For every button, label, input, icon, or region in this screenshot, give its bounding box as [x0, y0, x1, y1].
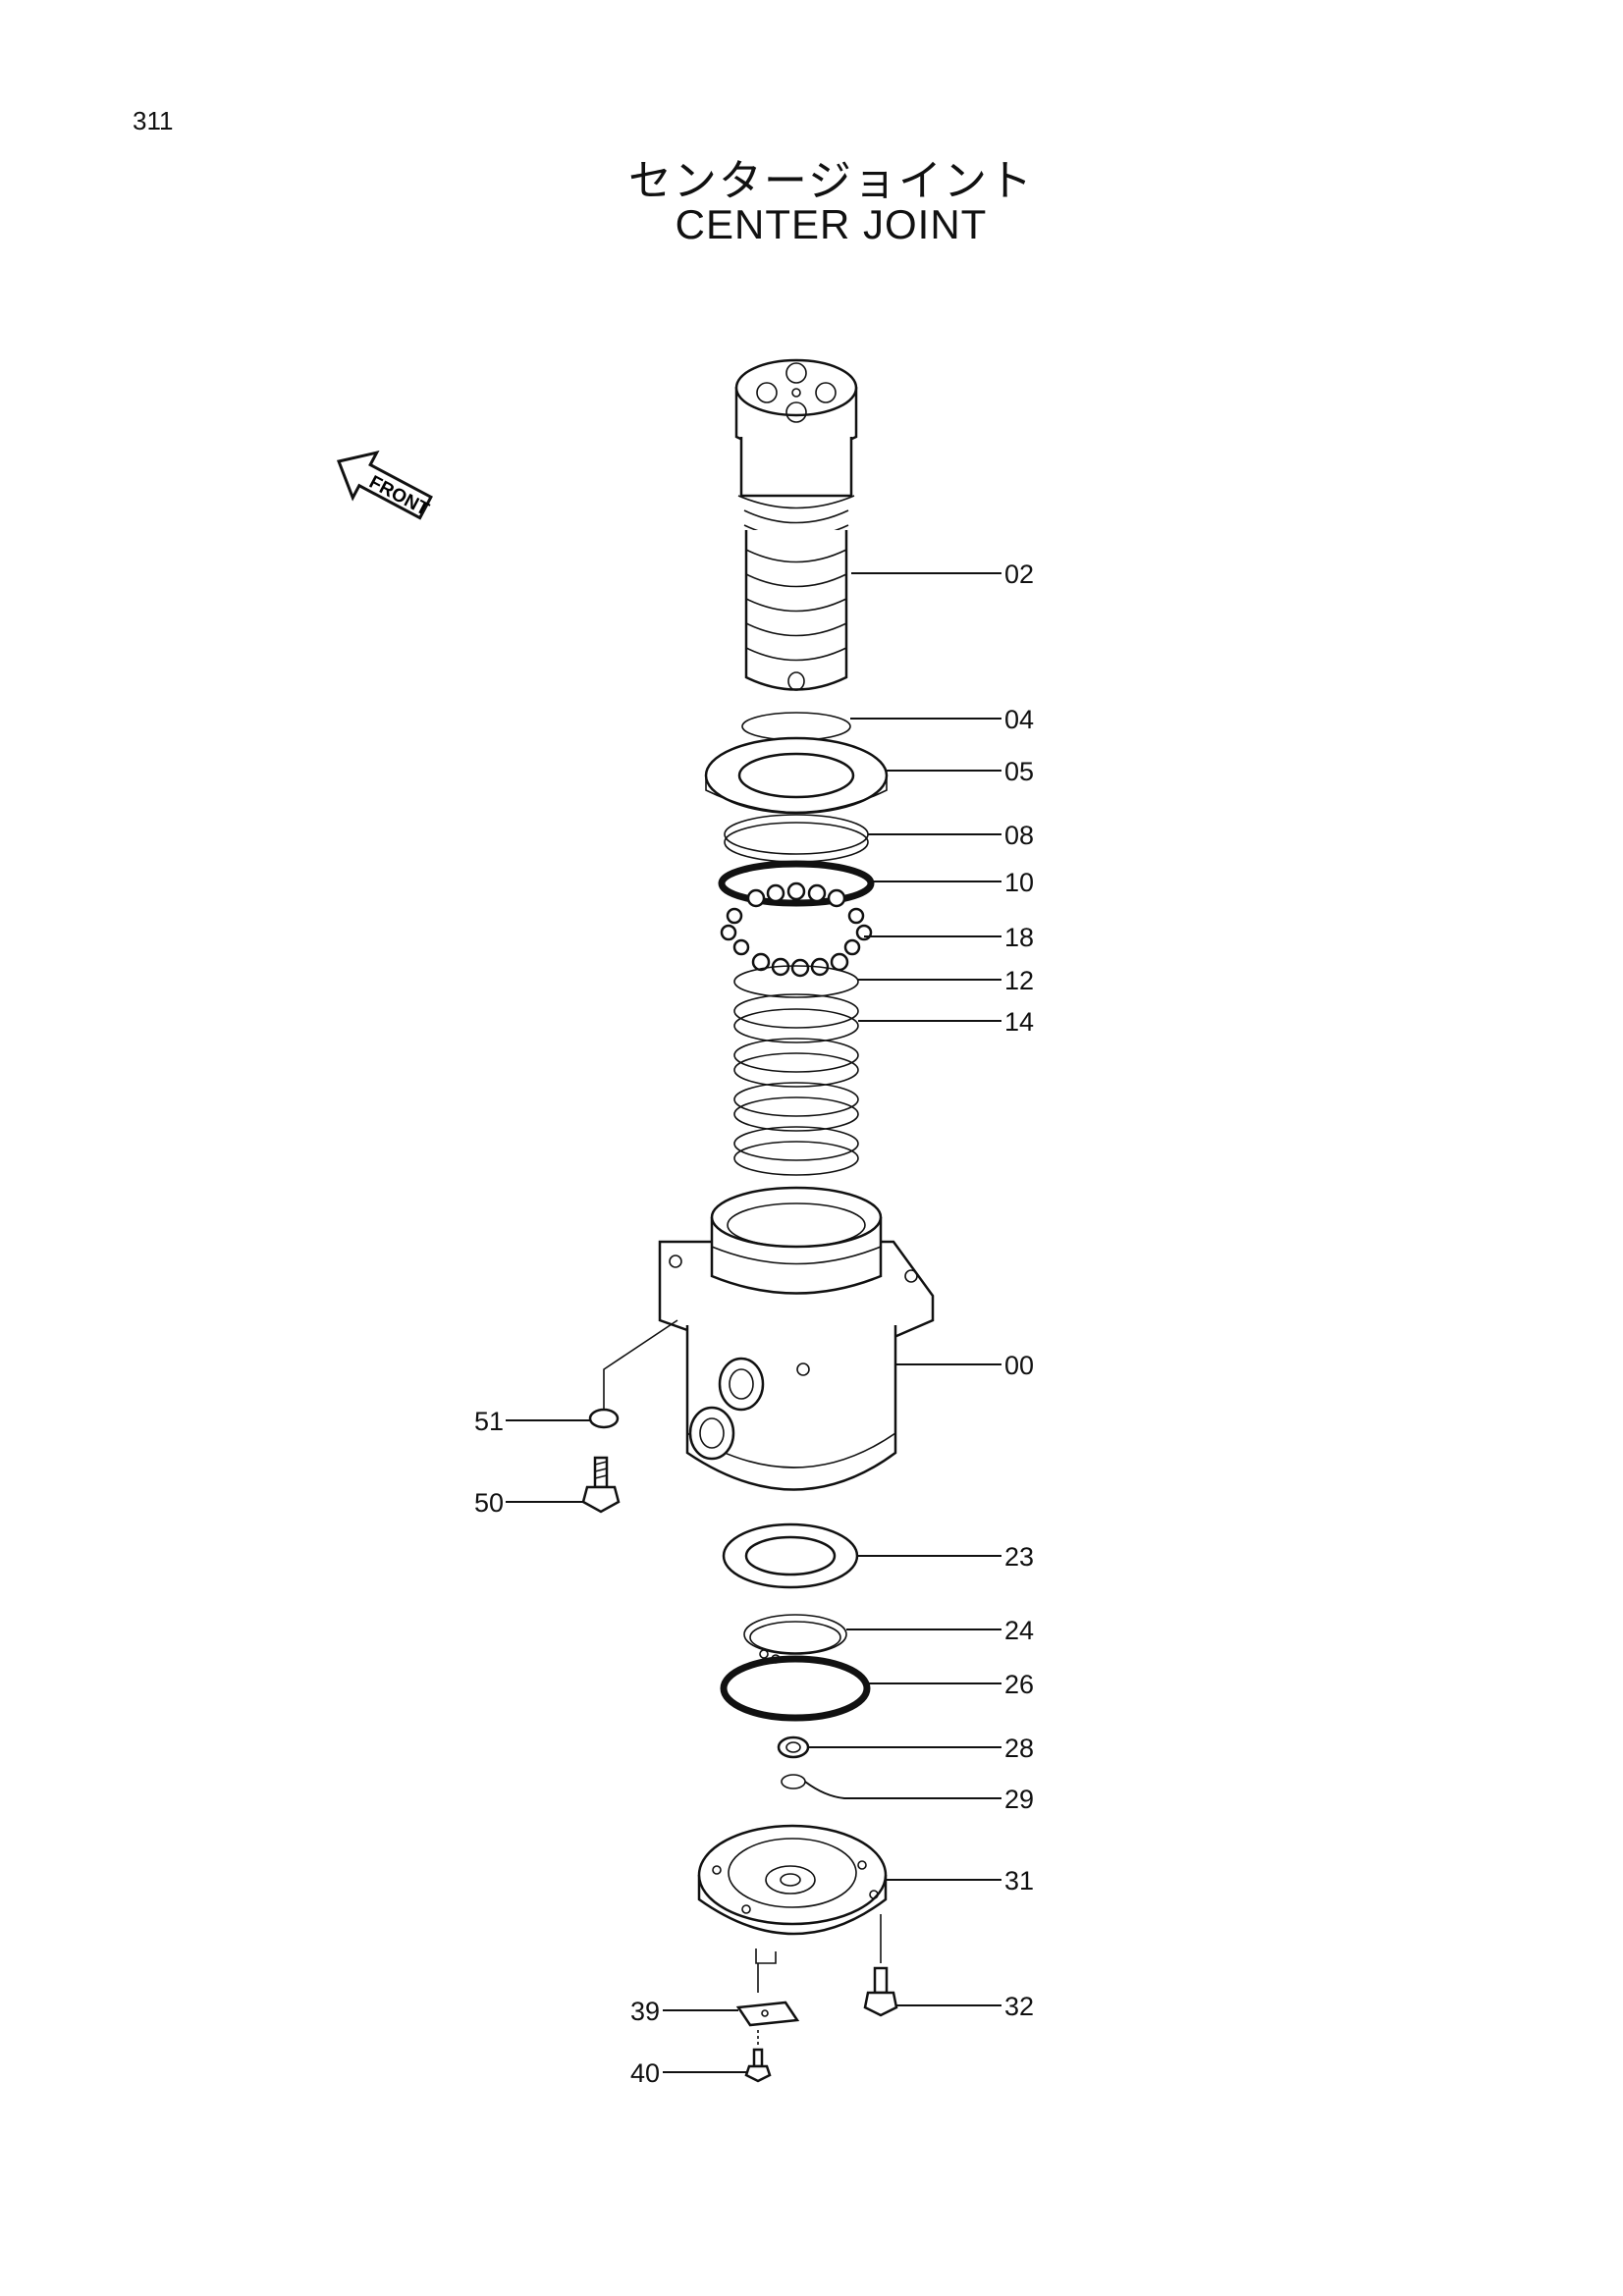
part-32-bolt — [863, 1914, 898, 2017]
leader-lines — [506, 572, 1001, 2073]
label-part-51: 51 — [474, 1407, 504, 1436]
part-02-spindle — [734, 358, 858, 691]
label-part-23: 23 — [1004, 1542, 1034, 1572]
part-23-thrust-ring — [722, 1522, 859, 1589]
part-29-o-ring — [781, 1774, 806, 1789]
part-04-seal — [741, 712, 851, 741]
part-50-bolt — [581, 1456, 621, 1514]
label-part-05: 05 — [1004, 757, 1034, 786]
part-31-cover — [697, 1824, 888, 1964]
label-part-00: 00 — [1004, 1351, 1034, 1380]
label-part-39: 39 — [630, 1997, 660, 2026]
part-00-body — [658, 1186, 935, 1491]
label-part-29: 29 — [1004, 1785, 1034, 1814]
label-part-40: 40 — [630, 2058, 660, 2088]
label-part-50: 50 — [474, 1488, 504, 1518]
page-number: 311 — [133, 106, 174, 135]
part-40-screw — [744, 2030, 772, 2083]
part-05-ring — [704, 736, 889, 815]
label-part-32: 32 — [1004, 1992, 1034, 2021]
part-10-o-ring — [718, 860, 875, 907]
part-39-plate — [735, 1963, 800, 2027]
part-08-ring — [724, 814, 869, 863]
title-japanese: センタージョイント — [627, 156, 1035, 206]
part-26-o-ring — [720, 1655, 871, 1722]
part-51-washer — [588, 1408, 620, 1429]
label-part-02: 02 — [1004, 560, 1034, 589]
leader-51-body — [603, 1319, 678, 1411]
label-part-26: 26 — [1004, 1670, 1034, 1699]
title-english: CENTER JOINT — [675, 201, 988, 247]
label-part-08: 08 — [1004, 821, 1034, 850]
front-arrow-icon: FRONT — [336, 450, 433, 520]
label-part-12: 12 — [1004, 966, 1034, 995]
label-part-10: 10 — [1004, 868, 1034, 897]
label-part-14: 14 — [1004, 1007, 1034, 1037]
label-part-28: 28 — [1004, 1734, 1034, 1763]
label-part-24: 24 — [1004, 1616, 1034, 1645]
part-18-balls — [720, 881, 873, 978]
label-part-18: 18 — [1004, 923, 1034, 952]
label-part-31: 31 — [1004, 1866, 1034, 1896]
part-labels: 02 04 05 08 10 18 12 14 00 51 50 23 24 2… — [474, 560, 1034, 2088]
part-28-plug — [777, 1735, 810, 1759]
label-part-04: 04 — [1004, 705, 1034, 734]
part-14-seal-stack — [733, 993, 859, 1176]
part-12-ring — [733, 965, 859, 998]
